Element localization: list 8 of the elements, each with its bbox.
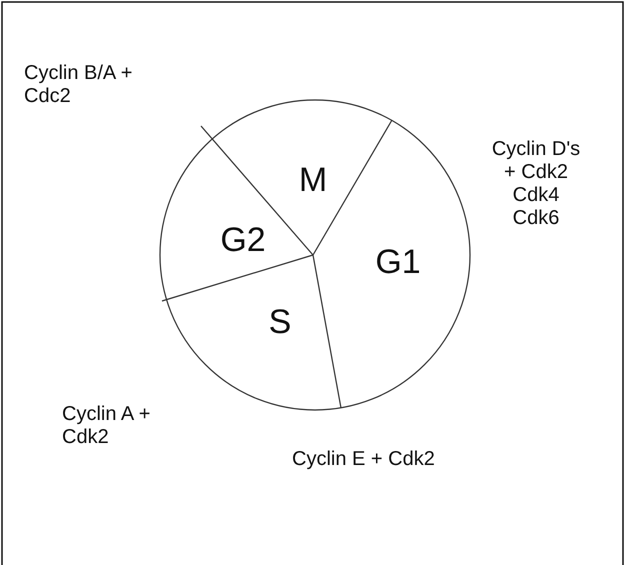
complex-label: Cyclin B/A + Cdc2: [24, 62, 134, 108]
complex-label: Cyclin D's + Cdk2 Cdk4 Cdk6: [490, 138, 582, 230]
phase-label: G2: [220, 223, 266, 257]
phase-label: S: [268, 305, 292, 339]
complex-label: Cyclin E + Cdk2: [292, 448, 435, 471]
phase-label: G1: [375, 245, 421, 279]
complex-label: Cyclin A + Cdk2: [62, 403, 152, 449]
phase-label: M: [298, 163, 328, 197]
